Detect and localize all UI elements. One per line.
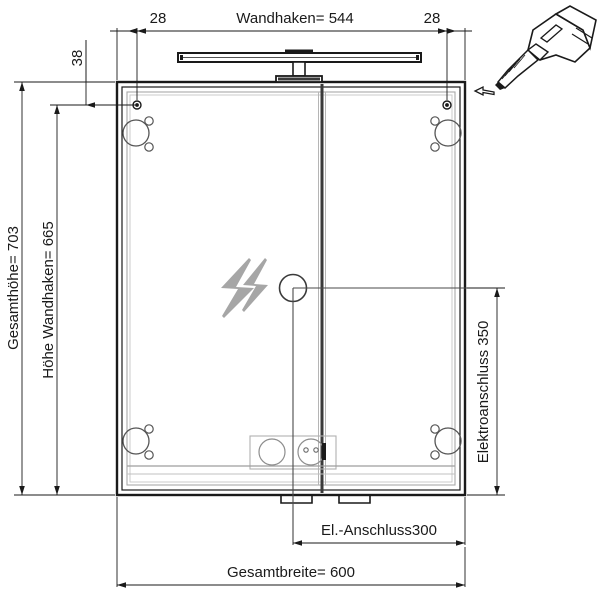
dim-hoehe-wandhaken-group: Höhe Wandhaken= 665 — [40, 104, 135, 496]
electrical-connection-point — [278, 273, 500, 505]
dim-hoehe-wandhaken: Höhe Wandhaken= 665 — [40, 221, 57, 378]
dim-elektroanschluss-height-group: Elektroanschluss 350 — [467, 287, 505, 496]
dim-el-anschluss-width-group: El.-Anschluss300 — [292, 497, 466, 546]
dim-top-group: 28 Wandhaken= 544 28 — [110, 10, 472, 100]
dim-el-anschluss-width: El.-Anschluss300 — [321, 522, 437, 539]
dim-elektroanschluss-height: Elektroanschluss 350 — [475, 321, 492, 464]
hinge-bottom-right — [430, 424, 462, 460]
dim-top-left-28: 28 — [150, 10, 167, 27]
dim-gesamthoehe-group: Gesamthöhe= 703 — [5, 81, 115, 496]
dim-wandhaken-width: Wandhaken= 544 — [236, 10, 353, 27]
dim-gesamthoehe: Gesamthöhe= 703 — [5, 226, 22, 350]
led-light-bar — [177, 49, 422, 83]
dim-top-right-28: 28 — [424, 10, 441, 27]
hinge-top-left — [122, 116, 154, 152]
wall-hook-mount-right — [442, 100, 452, 110]
hinge-bottom-left — [122, 424, 154, 460]
arrow-icon — [473, 85, 495, 97]
lightning-bolt-icon — [221, 258, 268, 318]
interior-shelf-lines — [127, 465, 455, 475]
hinge-top-right — [430, 116, 462, 152]
dim-gesamtbreite-group: Gesamtbreite= 600 — [116, 497, 466, 588]
dim-top-drop-38: 38 — [69, 50, 86, 67]
dim-gesamtbreite: Gesamtbreite= 600 — [227, 564, 355, 581]
power-socket — [297, 438, 325, 466]
door-handle-tabs — [280, 495, 371, 504]
caulking-gun-icon — [473, 5, 597, 97]
cabinet-hinges — [122, 116, 462, 460]
